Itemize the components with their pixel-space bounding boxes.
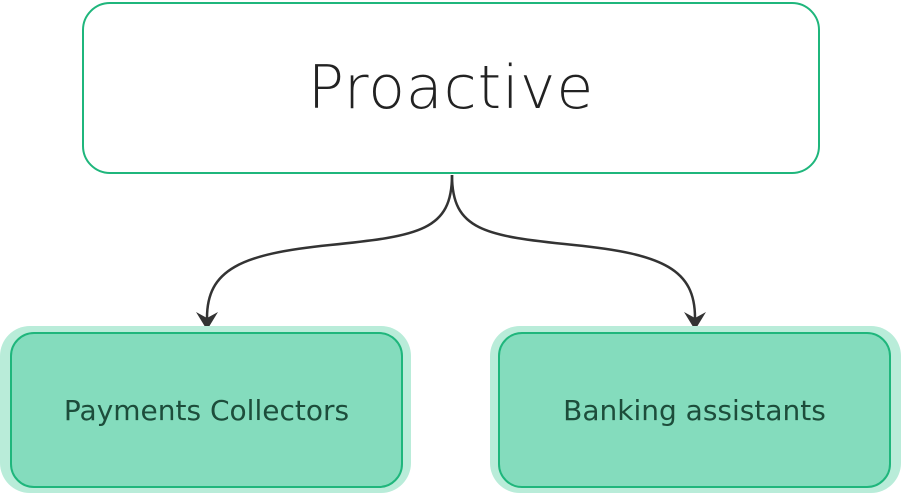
- node-banking-assistants: Banking assistants: [498, 332, 891, 488]
- root-node-proactive: Proactive: [82, 2, 820, 174]
- node-label: Payments Collectors: [63, 393, 350, 427]
- node-label: Banking assistants: [563, 393, 826, 427]
- arrow-to-payments-collectors: [205, 174, 454, 319]
- arrow-to-banking-assistants: [450, 174, 697, 319]
- arrowhead-payments-collectors: [196, 312, 218, 330]
- root-node-label: Proactive: [307, 53, 595, 123]
- node-payments-collectors: Payments Collectors: [10, 332, 403, 488]
- arrowhead-banking-assistants: [684, 312, 706, 330]
